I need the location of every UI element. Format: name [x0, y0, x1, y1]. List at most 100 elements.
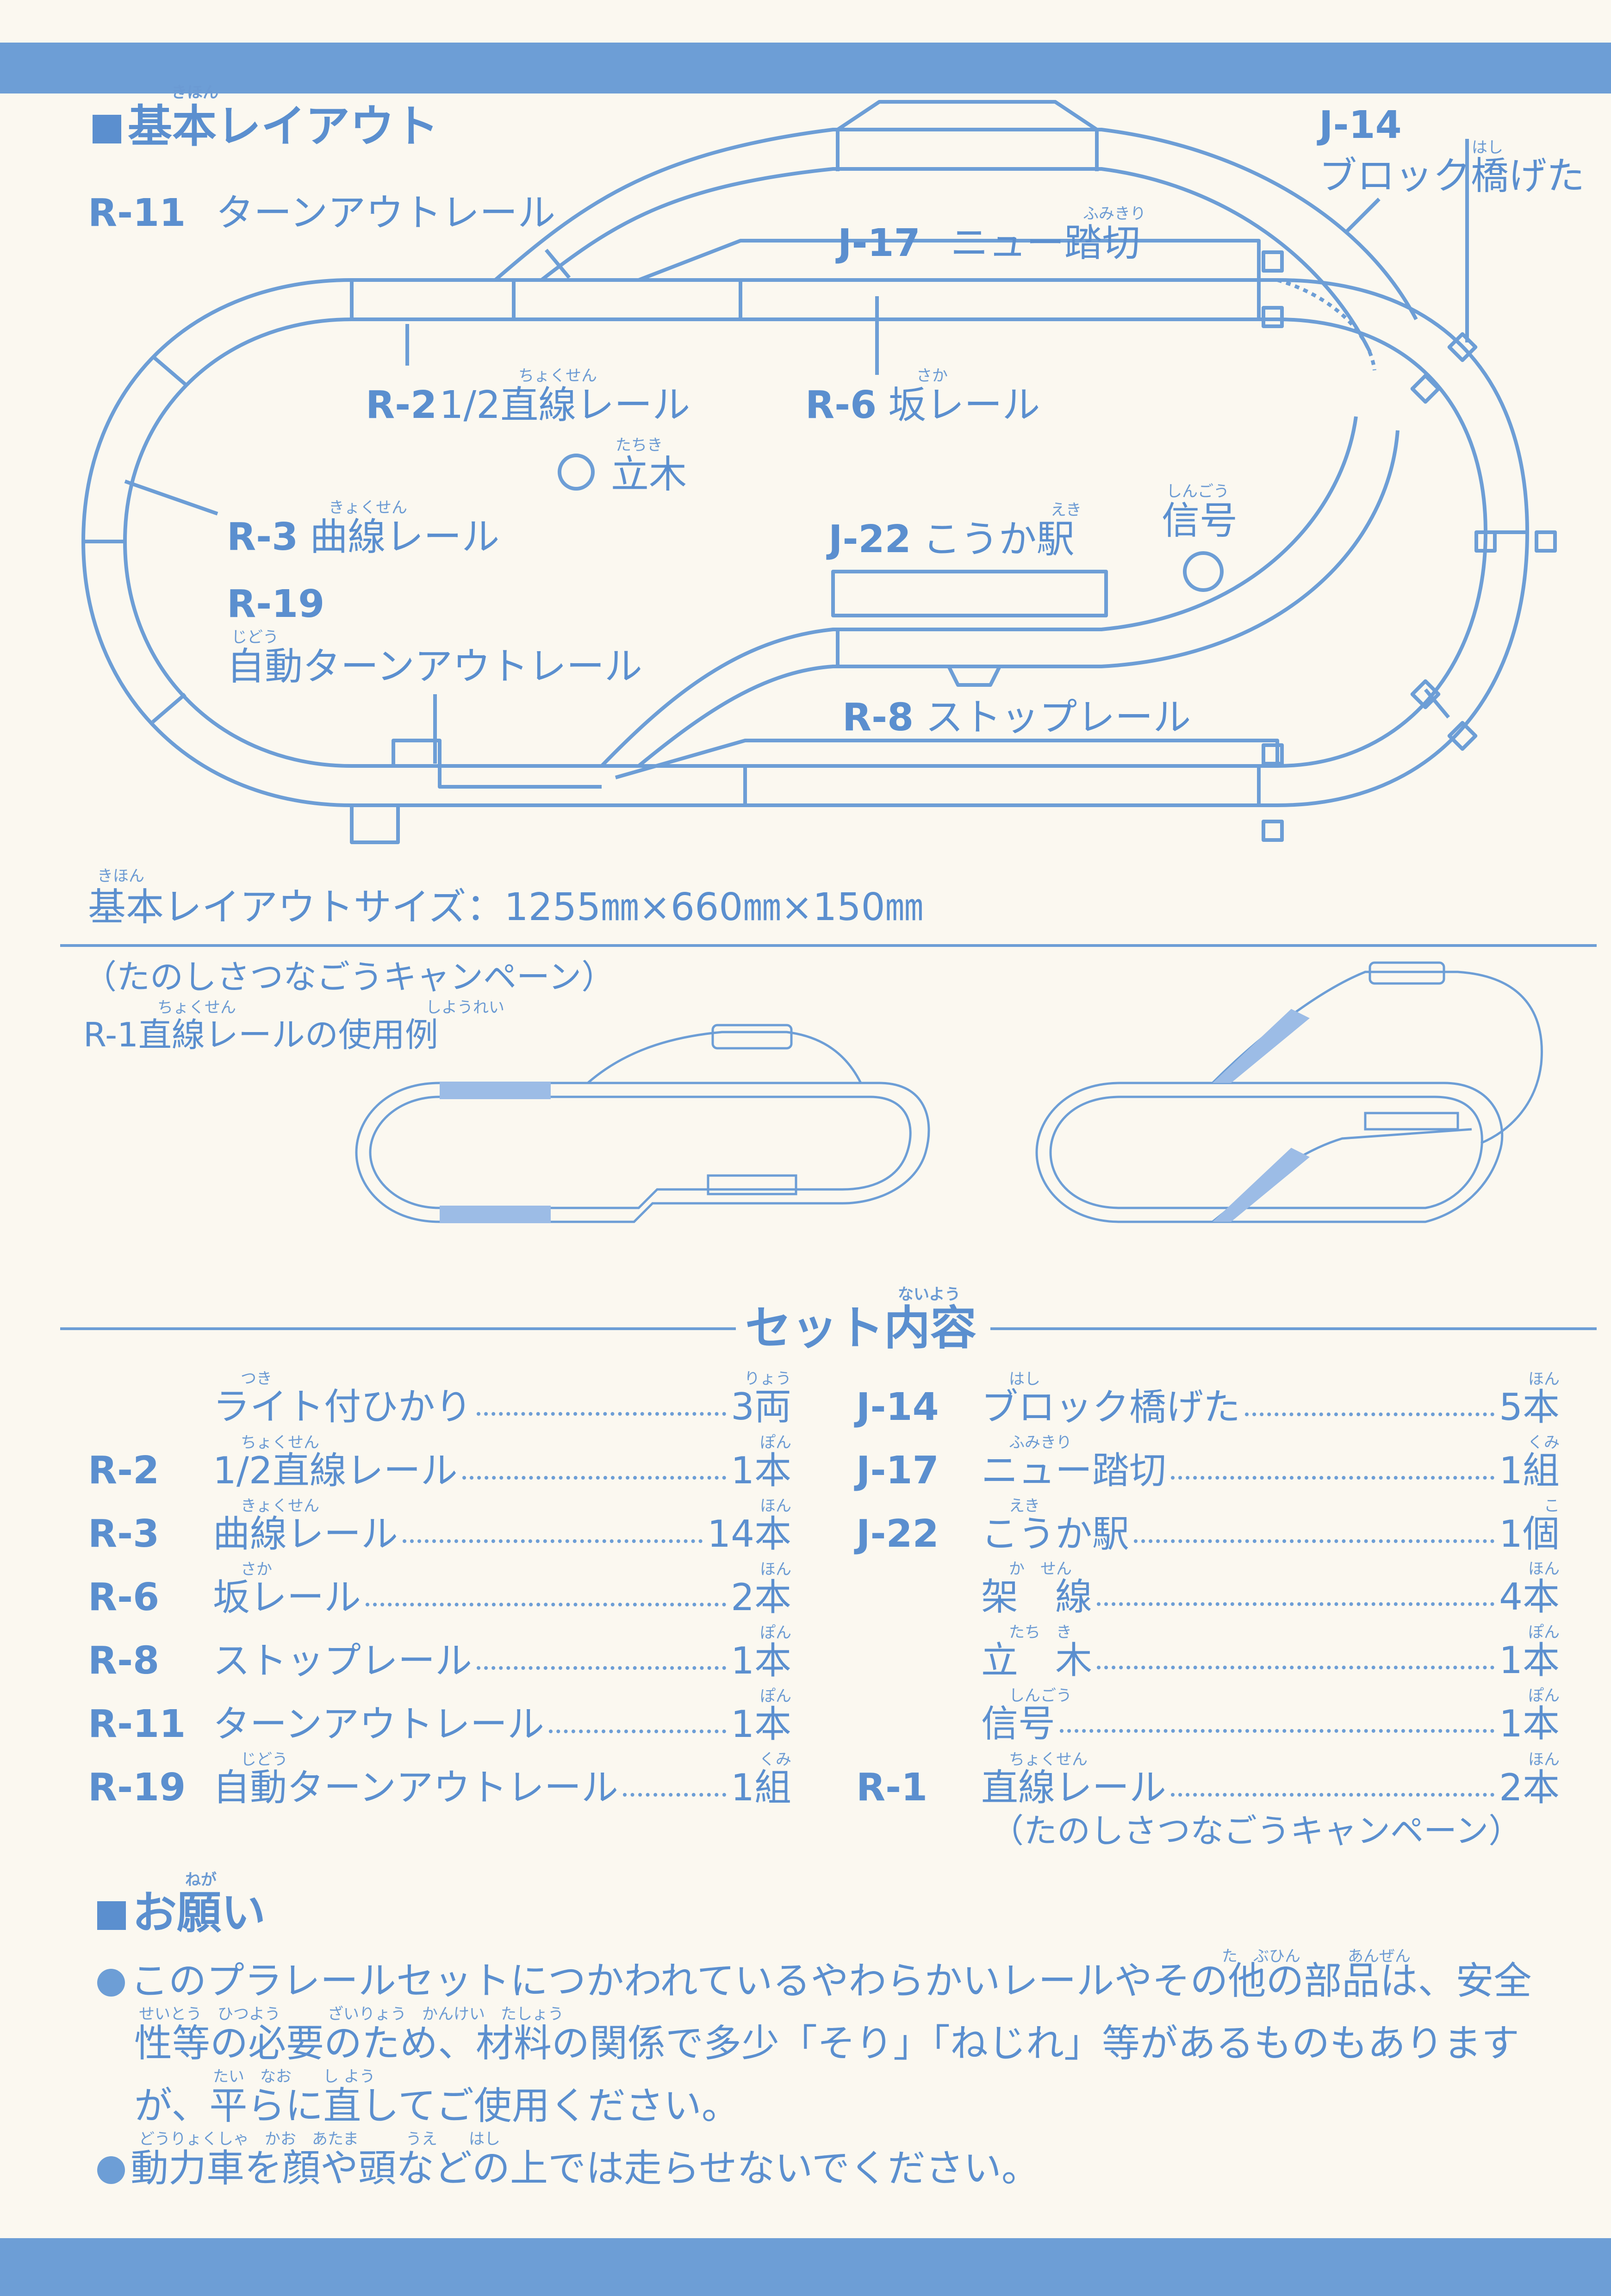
contents-item-name-text: 信号: [981, 1702, 1055, 1745]
contents-item-furigana: はし: [1009, 1370, 1040, 1388]
contents-item-name-text: ストップレール: [213, 1639, 472, 1682]
contents-item-qty-text: 1本: [1499, 1702, 1560, 1745]
lower-siding-inner: [637, 430, 1400, 768]
contents-item-name: ふみきりニュー踏切: [981, 1435, 1166, 1489]
contents-item-furigana: ちょくせん: [241, 1433, 319, 1452]
label-r19-code: R-19: [227, 582, 325, 626]
left-mini-r1-bottom: [440, 1206, 551, 1223]
square-marker-icon: [93, 115, 121, 143]
r19-turnout-box-lower: [350, 805, 400, 844]
contents-item-name: つきライト付ひかり: [213, 1371, 472, 1428]
contents-item-name-text: 1/2直線レール: [213, 1449, 458, 1492]
label-r6: さか R-6 坂レール: [805, 367, 1040, 427]
label-tree: たちき 立木: [611, 436, 687, 497]
contents-item-furigana: えき: [1009, 1497, 1040, 1515]
bridge-dashed-curve: [1276, 278, 1376, 371]
right-mini-lower-station: [1364, 1112, 1459, 1131]
contents-item-name: たち き立 木: [981, 1624, 1092, 1682]
contents-item-name-text: 直線レール: [981, 1766, 1166, 1809]
stop-rail-wedge: [615, 739, 1279, 779]
contents-item-furigana: たち き: [1009, 1623, 1072, 1642]
label-j17: ふみきり J-17 ニュー踏切: [838, 205, 1146, 265]
label-r3: きょくせん R-3 曲線レール: [227, 498, 500, 559]
basic-layout-heading: きほん 基本レイアウト: [93, 85, 439, 149]
contents-item-qty-text: 14本: [707, 1512, 791, 1556]
contents-item-qty-furigana: ぽん: [760, 1624, 791, 1642]
contents-item-qty-furigana: ぽん: [1528, 1686, 1560, 1705]
contents-item-name-text: ブロック橋げた: [981, 1386, 1240, 1429]
bridge-pier: [1410, 373, 1441, 404]
top-color-band: [0, 43, 1611, 93]
layout-size-text: きほん 基本レイアウトサイズ：1255㎜×660㎜×150㎜: [88, 867, 923, 929]
right-mini-outer: [1035, 1082, 1504, 1223]
contents-item-qty-text: 1組: [1499, 1449, 1560, 1492]
contents-item-code: R-8: [88, 1639, 160, 1683]
contents-item-qty-furigana: ほん: [1528, 1560, 1560, 1578]
contents-divider-left: [60, 1327, 736, 1330]
contents-item-name-text: 自動ターンアウトレール: [213, 1766, 618, 1809]
contents-item-name: じどう自動ターンアウトレール: [213, 1752, 618, 1809]
contents-item-qty-furigana: ぽん: [760, 1687, 791, 1705]
leader-dots: [366, 1603, 727, 1606]
bottom-color-band: [0, 2238, 1611, 2296]
outer-track-outline: [81, 278, 1529, 807]
bridge-pier: [1262, 250, 1284, 273]
left-mini-station: [711, 1024, 793, 1050]
contents-item-name-text: ライト付ひかり: [213, 1385, 472, 1428]
contents-item-qty-furigana: くみ: [1527, 1433, 1560, 1452]
request-bullet-1-line-3: が、平らに直してご使用ください。: [134, 2084, 740, 2128]
right-mini-r1-bottom: [1213, 1148, 1310, 1222]
contents-item-furigana: さか: [241, 1560, 272, 1579]
contents-item-qty-furigana: ぽん: [1528, 1623, 1560, 1642]
section-divider-1: [60, 944, 1597, 947]
contents-item-name: きょくせん曲線レール: [213, 1498, 398, 1553]
contents-item-furigana: ふみきり: [1009, 1433, 1072, 1452]
leader-dots: [462, 1476, 727, 1480]
contents-item-name: はしブロック橋げた: [981, 1371, 1240, 1429]
leader-dots: [1245, 1412, 1495, 1416]
contents-item-name-text: 立 木: [981, 1639, 1092, 1682]
rail-joints: [350, 280, 1261, 805]
contents-right-note: （たのしさつなごうキャンペーン）: [990, 1811, 1522, 1850]
contents-item-name: ちょくせん直線レール: [981, 1752, 1166, 1809]
leader-dots: [1097, 1666, 1495, 1669]
leader-dots: [1134, 1539, 1495, 1543]
contents-item-code: J-17: [856, 1449, 939, 1493]
contents-item-code: R-19: [88, 1766, 186, 1810]
contents-item-furigana: つき: [241, 1369, 272, 1388]
contents-item-name: か せん架 線: [981, 1561, 1092, 1616]
stop-rail-notch: [947, 666, 1001, 687]
contents-item-furigana: じどう: [241, 1750, 288, 1769]
heading-furigana: きほん: [171, 83, 218, 102]
right-mini-station: [1368, 961, 1445, 985]
contents-item-qty-text: 3両: [731, 1385, 791, 1428]
square-marker-icon: [97, 1901, 126, 1930]
contents-item-qty-furigana: ほん: [760, 1560, 791, 1579]
bridge-pier: [1447, 332, 1478, 362]
contents-item-qty-text: 1本: [731, 1639, 791, 1682]
contents-item-qty-furigana: ほん: [1528, 1370, 1560, 1388]
contents-item-name: ターンアウトレール: [213, 1706, 544, 1743]
campaign-line-1: （たのしさつなごうキャンペーン）: [83, 958, 615, 996]
request-heading: ねが お願い: [97, 1872, 266, 1935]
contents-item-qty-text: 1個: [1499, 1512, 1560, 1556]
leader-dots: [403, 1539, 703, 1543]
bridge-pier: [1262, 743, 1284, 765]
bullet-icon: [97, 2156, 125, 2184]
contents-item-name-text: ターンアウトレール: [213, 1703, 544, 1746]
